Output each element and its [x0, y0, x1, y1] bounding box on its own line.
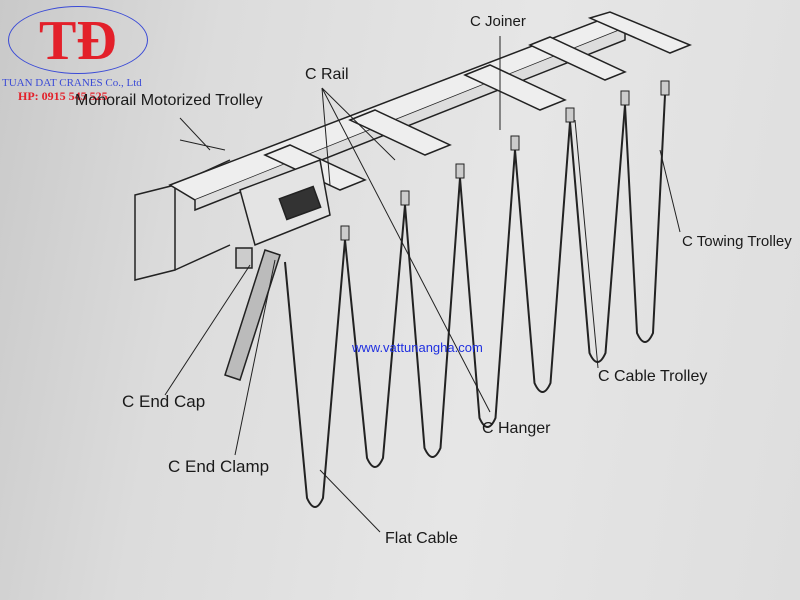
logo-mark: TĐ: [39, 10, 117, 72]
label-c-hanger: C Hanger: [482, 420, 551, 437]
cable-trolley: [400, 190, 410, 206]
cable-trolley: [660, 80, 670, 96]
label-flat-cable: Flat Cable: [385, 530, 458, 547]
cross-plate: [587, 11, 692, 54]
label-c-end-clamp: C End Clamp: [168, 457, 270, 476]
label-c-cable-trolley: C Cable Trolley: [598, 368, 708, 385]
cable-loop: [459, 149, 516, 428]
cross-plate: [463, 64, 567, 111]
cable-loop: [569, 104, 626, 363]
cable-loop: [404, 177, 461, 458]
cable-trolley: [620, 90, 630, 106]
company-logo: TĐ: [8, 6, 148, 74]
label-motorized-trolley: Monorail Motorized Trolley: [75, 92, 263, 109]
company-name: TUAN DAT CRANES Co., Ltd: [2, 77, 142, 89]
label-c-joiner: C Joiner: [470, 13, 526, 30]
cable-loop: [344, 204, 406, 468]
flat-cable: [284, 80, 670, 508]
cross-plate: [348, 109, 452, 156]
cable-loop: [624, 94, 666, 343]
watermark-url: www.vattunangha.com: [352, 340, 483, 355]
end-cap: [235, 247, 253, 269]
label-c-end-cap: C End Cap: [122, 392, 206, 411]
cable-trolley: [510, 135, 520, 151]
cable-trolley: [455, 163, 465, 179]
cable-trolley: [340, 225, 350, 241]
label-c-rail: C Rail: [305, 66, 349, 83]
cable-loop: [284, 239, 346, 508]
company-phone: HP: 0915 545 525: [18, 89, 108, 103]
leader-lines: [164, 36, 681, 533]
cable-loop: [514, 121, 571, 393]
cross-plate: [528, 36, 627, 81]
cable-trolley: [565, 107, 575, 123]
label-c-towing-trolley: C Towing Trolley: [682, 233, 792, 250]
